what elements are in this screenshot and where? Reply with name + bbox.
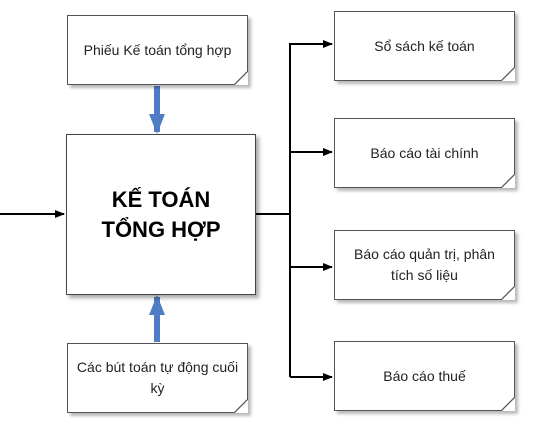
page-fold-corner	[234, 399, 248, 413]
input-doc-bottom-label: Các bút toán tự động cuối kỳ	[76, 359, 239, 396]
central-title-line1: KẾ TOÁN	[111, 186, 211, 212]
output-doc-4-label: Báo cáo thuế	[383, 367, 466, 384]
central-box: KẾ TOÁN TỔNG HỢP	[66, 134, 256, 295]
input-doc-top-label: Phiếu Kế toán tổng hợp	[83, 41, 232, 58]
output-doc-4: Báo cáo thuế	[334, 341, 515, 411]
page-fold-corner	[501, 67, 515, 81]
page-fold-corner	[501, 286, 515, 300]
output-doc-2: Báo cáo tài chính	[334, 118, 515, 188]
input-doc-top: Phiếu Kế toán tổng hợp	[67, 15, 248, 85]
page-fold-corner	[234, 71, 248, 85]
central-title-line2: TỔNG HỢP	[101, 216, 221, 242]
output-doc-3: Báo cáo quản trị, phân tích số liệu	[334, 230, 515, 300]
input-doc-bottom: Các bút toán tự động cuối kỳ	[67, 343, 248, 413]
output-doc-3-label: Báo cáo quản trị, phân tích số liệu	[354, 246, 495, 283]
page-fold-corner	[501, 397, 515, 411]
output-doc-2-label: Báo cáo tài chính	[370, 144, 479, 161]
page-fold-corner	[501, 174, 515, 188]
output-doc-1-label: Sổ sách kế toán	[374, 37, 475, 54]
output-doc-1: Sổ sách kế toán	[334, 11, 515, 81]
